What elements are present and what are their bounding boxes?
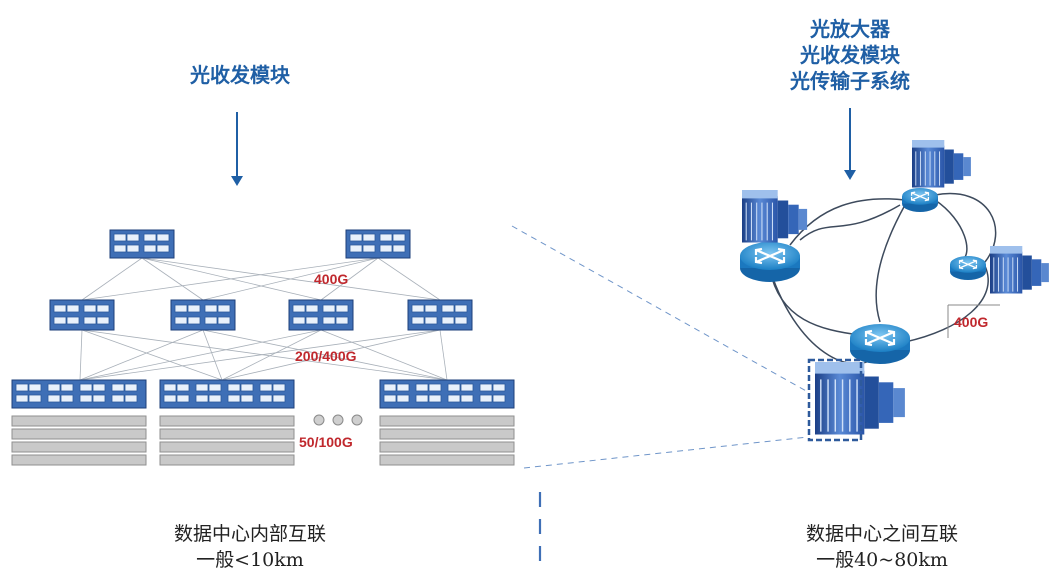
zoom-lines [511,225,809,469]
optical-transmission-subsystem-label: 光传输子系统 [790,69,910,93]
right-caption: 数据中心之间互联 一般40~80km [752,521,1012,573]
rate-label-spine-leaf: 400G [314,271,348,287]
rate-label-leaf-tor: 200/400G [295,348,357,364]
right-caption-distance: 一般40~80km [816,549,948,571]
rate-label-inter-dc: 400G [954,314,988,330]
leaf-switch-4 [407,299,473,331]
highlight-box [807,358,863,442]
right-component-labels: 光放大器 光收发模块 光传输子系统 [760,16,940,94]
optical-amplifier-label: 光放大器 [810,17,890,41]
tor-switch-group-2 [159,379,295,409]
server-rack-right [989,245,1050,294]
left-caption-title: 数据中心内部互联 [173,523,326,545]
left-caption: 数据中心内部互联 一般<10km [120,521,380,573]
router-bottom [848,322,912,366]
leaf-switch-2 [170,299,236,331]
leaf-switch-3 [288,299,354,331]
server-rack-top [911,139,972,188]
tor-switch-group-3 [379,379,515,409]
spine-switch-left [109,229,175,259]
fabric-links [79,257,448,381]
right-rate-bracket [947,304,1000,338]
router-top [901,187,939,213]
optical-transceiver-label: 光收发模块 [800,43,900,67]
right-caption-title: 数据中心之间互联 [805,523,958,545]
router-right [949,255,987,281]
left-component-label: 光收发模块 [190,63,290,87]
spine-switch-right [345,229,411,259]
server-rack-upper-left [741,189,808,244]
tor-switch-group-1 [11,379,147,409]
rate-label-tor-server: 50/100G [299,434,353,450]
ellipsis-dots [313,414,363,426]
right-down-arrow [844,108,856,180]
leaf-switch-1 [49,299,115,331]
left-caption-distance: 一般<10km [196,549,304,571]
left-down-arrow [231,112,243,186]
router-left [738,240,802,284]
server-shelves [11,415,515,466]
